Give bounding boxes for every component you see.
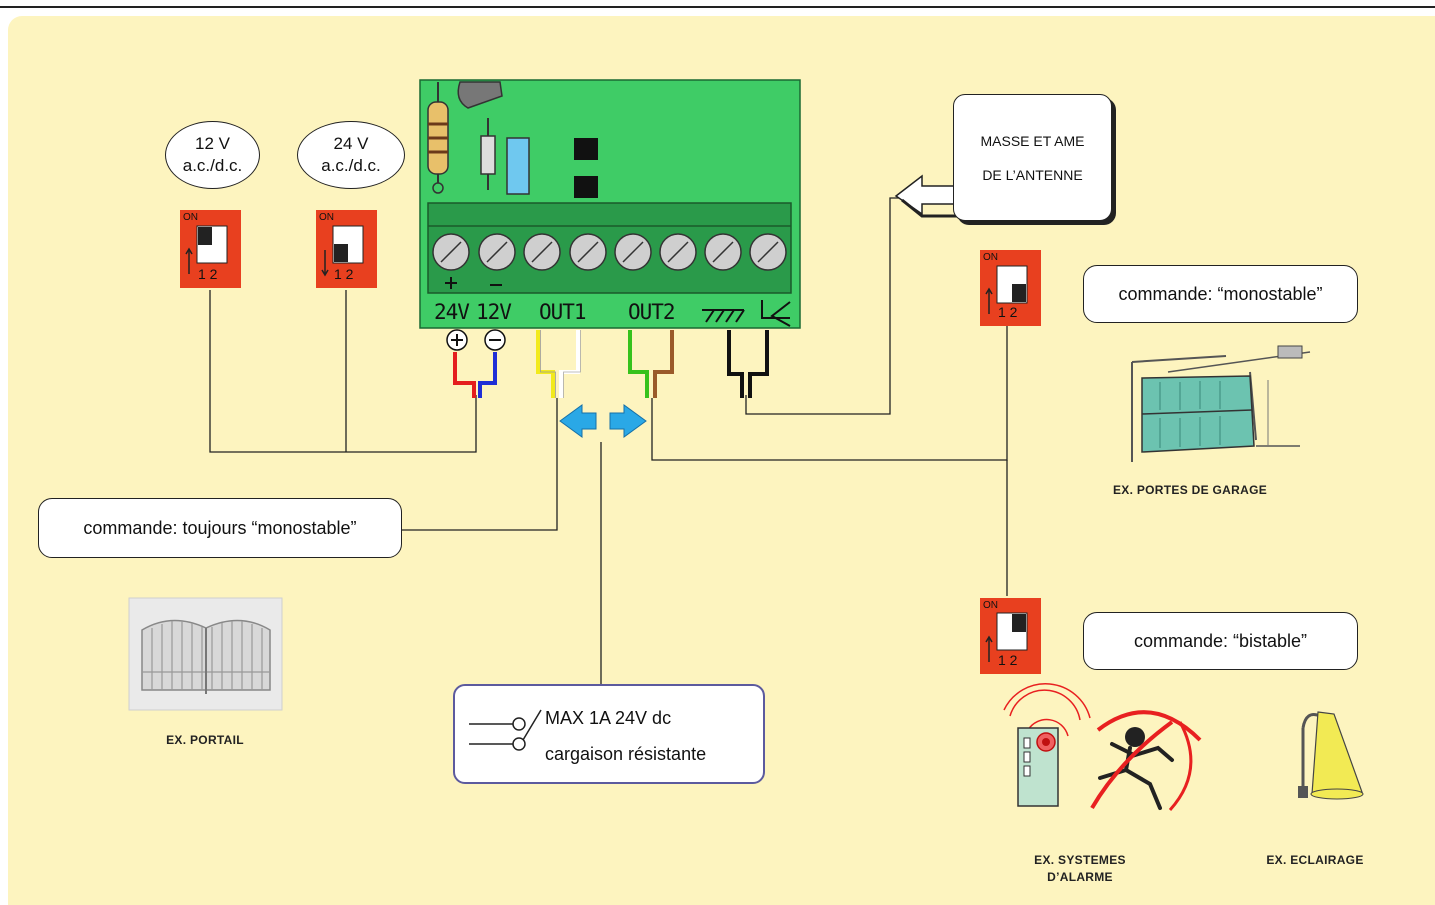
terminal-24v-label: 24V [434,300,470,324]
voltage-24v-line1: 24 V [333,134,369,153]
gate-illustration [128,597,283,711]
caption-alarme-line1: EX. SYSTEMES [1034,853,1126,867]
dip-switch-24v [316,210,377,288]
relay-spec-line1: MAX 1A 24V dc [545,708,672,728]
dip-switch-monostable [980,250,1041,326]
command-monostable-box: commande: “monostable” [1083,265,1358,323]
relay-contact-icon [469,709,542,751]
dip-bistable-numbers: 1 2 [998,652,1018,668]
dip-12v-on: ON [183,212,198,223]
voltage-12v-line1: 12 V [195,134,230,153]
command-bistable-box: commande: “bistable” [1083,612,1358,670]
dip-switch-bistable [980,598,1041,674]
command-bistable-text: commande: “bistable” [1133,630,1308,651]
caption-alarme-line2: D’ALARME [1047,870,1113,884]
dip-12v-numbers: 1 2 [198,266,218,282]
top-border-line [0,6,1435,8]
voltage-24v-label: 24 V a.c./d.c. [297,121,405,189]
antenna-label-line2: DE L’ANTENNE [982,166,1083,183]
dip-bistable-on: ON [983,600,998,611]
relay-contact-box: MAX 1A 24V dc cargaison résistante [453,684,765,784]
caption-portail: EX. PORTAIL [166,733,244,747]
antenna-label-box: MASSE ET AME DE L’ANTENNE [953,94,1112,221]
command-monostable-text: commande: “monostable” [1118,283,1323,304]
dip-mono-numbers: 1 2 [998,304,1018,320]
command-toujours-text: commande: toujours “monostable” [83,517,357,538]
connection-lines [209,197,1008,684]
caption-eclairage: EX. ECLAIRAGE [1266,853,1364,867]
terminal-out1-label: OUT1 [539,300,587,324]
dip-mono-on: ON [983,252,998,263]
receiver-board [419,79,801,329]
antenna-label-line1: MASSE ET AME [980,132,1085,149]
lamp-illustration [1298,711,1364,800]
voltage-24v-line2: a.c./d.c. [321,156,381,175]
terminal-out2-label: OUT2 [628,300,676,324]
dip-24v-on: ON [319,212,334,223]
terminal-screws [432,233,787,271]
garage-illustration [1131,345,1311,462]
contact-arrows [559,404,647,438]
terminal-12v-label: 12V [476,300,512,324]
voltage-12v-line2: a.c./d.c. [182,156,243,175]
voltage-12v-label: 12 V a.c./d.c. [165,121,260,189]
command-toujours-box: commande: toujours “monostable” [38,498,402,558]
dip-24v-numbers: 1 2 [334,266,354,282]
dip-switch-12v [180,210,241,288]
caption-garage: EX. PORTES DE GARAGE [1112,483,1268,497]
relay-spec-line2: cargaison résistante [545,744,707,764]
alarm-illustration [1003,683,1202,812]
